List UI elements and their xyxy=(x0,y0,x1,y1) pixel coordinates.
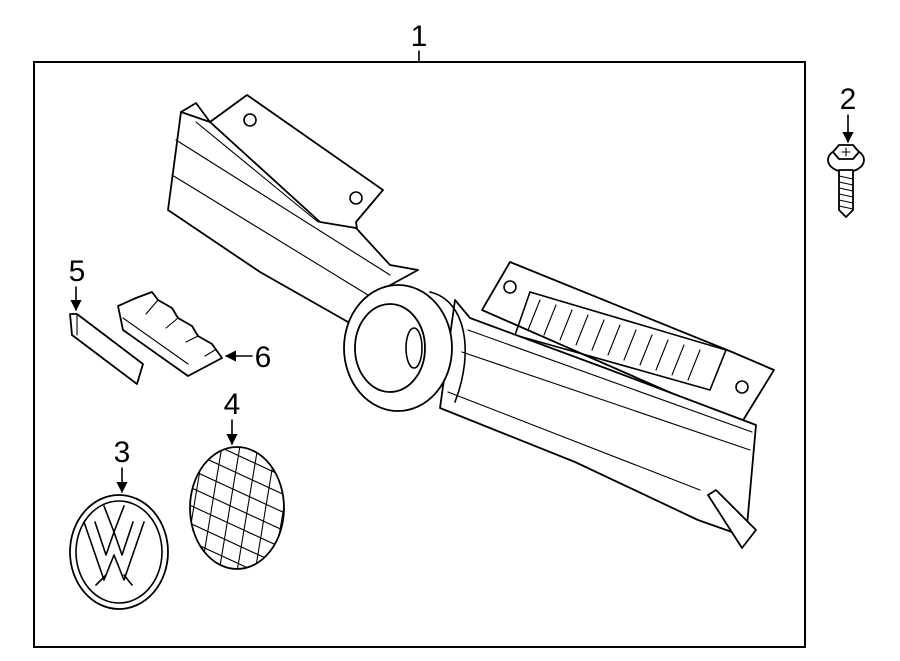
grille-assembly xyxy=(167,94,775,549)
callout-4-label: 4 xyxy=(224,388,241,421)
callout-3-label: 3 xyxy=(114,436,131,469)
vw-emblem xyxy=(69,494,169,610)
bolt xyxy=(827,144,865,218)
callout-2-label: 2 xyxy=(840,83,857,116)
assembly-frame xyxy=(33,61,806,648)
trim-strip xyxy=(69,313,144,385)
clip-bracket xyxy=(117,291,223,377)
callout-1-label: 1 xyxy=(411,20,428,53)
callout-5-label: 5 xyxy=(69,255,86,288)
mesh-insert xyxy=(189,446,285,570)
callout-6-label: 6 xyxy=(255,341,272,374)
